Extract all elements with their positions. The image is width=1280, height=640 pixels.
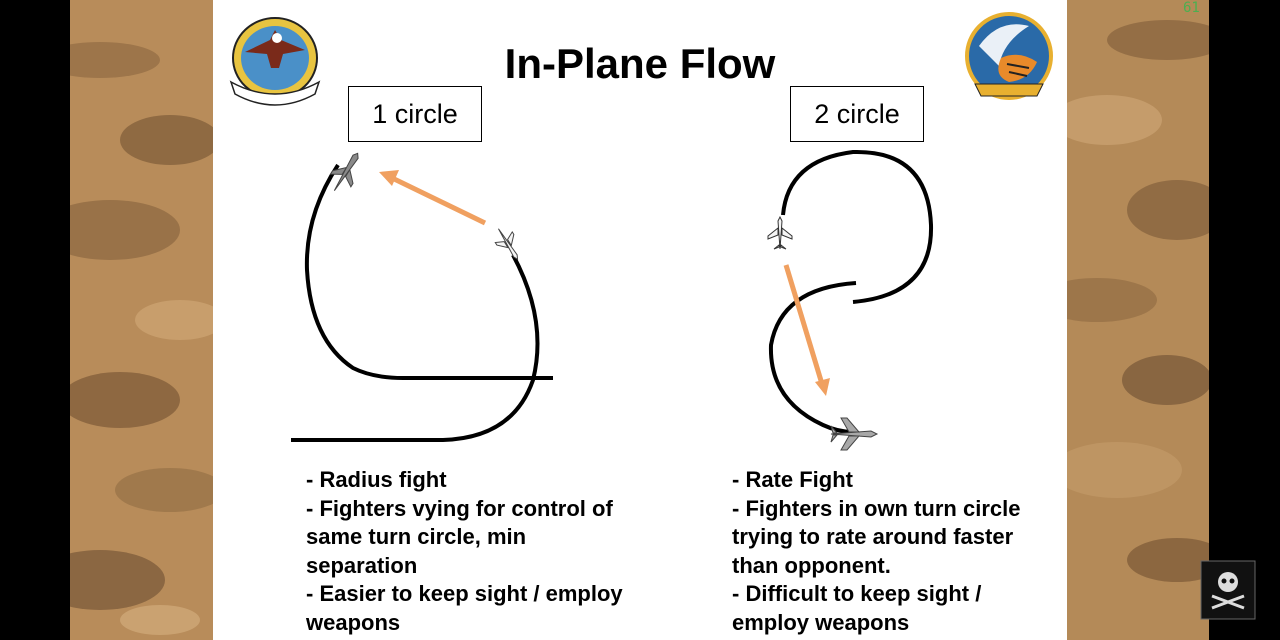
fps-counter: 61 [1183, 0, 1200, 16]
bullet-same-turn-circle: - Fighters vying for control of same tur… [306, 495, 613, 578]
bullet-own-turn-circle: - Fighters in own turn circle trying to … [732, 495, 1021, 578]
desert-background-left [70, 0, 213, 640]
desert-background-right [1067, 0, 1209, 640]
radius-fight-bullets: - Radius fight - Fighters vying for cont… [306, 466, 636, 637]
bullet-radius-fight: - Radius fight [306, 467, 447, 492]
one-circle-diagram [291, 152, 553, 442]
bullet-difficult-sight: - Difficult to keep sight / employ weapo… [732, 581, 982, 635]
presentation-slide: In-Plane Flow 1 circle 2 circle - Radius… [213, 0, 1067, 640]
letterbox-left [0, 0, 70, 640]
one-circle-label: 1 circle [348, 86, 482, 142]
two-circle-diagram [767, 149, 934, 451]
bullet-rate-fight: - Rate Fight [732, 467, 853, 492]
letterbox-right [1209, 0, 1280, 640]
bullet-easier-sight: - Easier to keep sight / employ weapons [306, 581, 623, 635]
two-circle-label: 2 circle [790, 86, 924, 142]
rate-fight-bullets: - Rate Fight - Fighters in own turn circ… [732, 466, 1062, 637]
skull-flag-logo-icon [1200, 560, 1256, 620]
page-title: In-Plane Flow [504, 40, 776, 87]
